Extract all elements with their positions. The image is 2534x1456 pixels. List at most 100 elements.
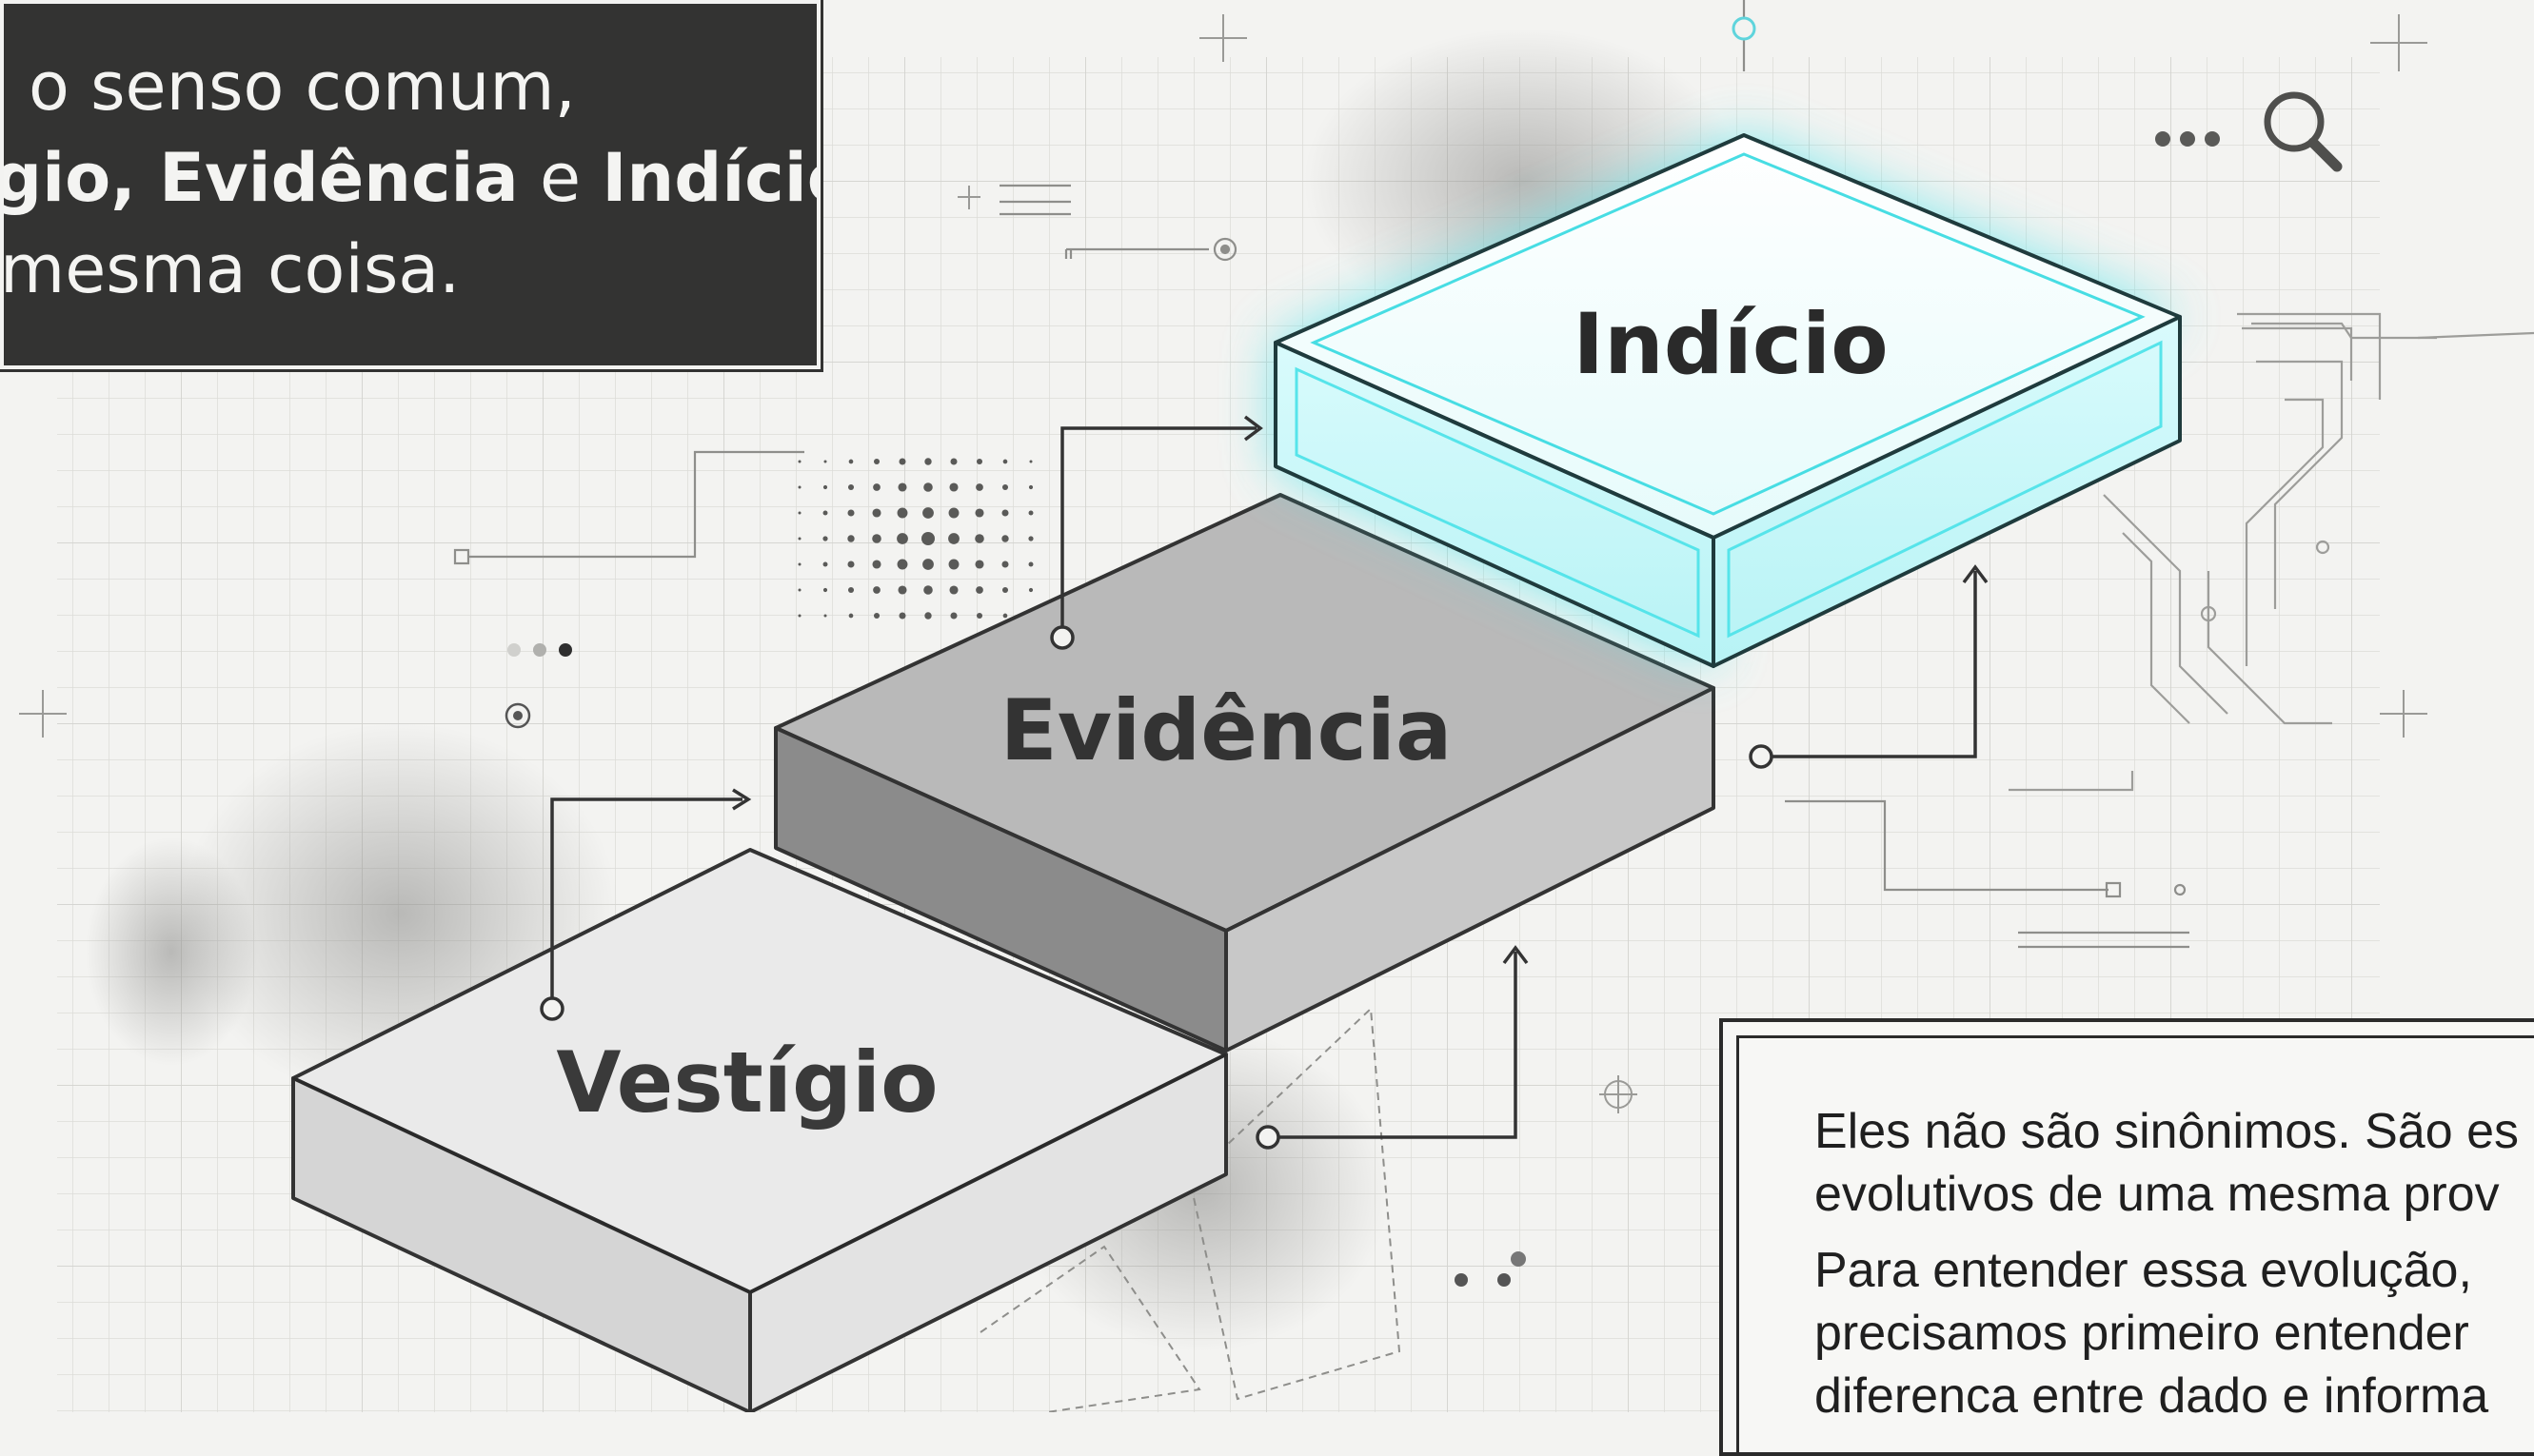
halftone-dot bbox=[1001, 509, 1009, 517]
halftone-dot bbox=[1028, 561, 1034, 567]
halftone-dot bbox=[1001, 483, 1009, 491]
halftone-dot bbox=[822, 484, 828, 490]
label-evidencia: Evidência bbox=[1000, 681, 1453, 779]
info-line-1: Eles não são sinônimos. São es bbox=[1814, 1104, 2519, 1159]
halftone-dot bbox=[948, 507, 960, 519]
intro-term-evidencia: Evidência bbox=[159, 139, 519, 217]
halftone-dot bbox=[822, 510, 828, 516]
halftone-dot bbox=[847, 561, 855, 568]
halftone-dot bbox=[1001, 535, 1009, 542]
info-line-2: evolutivos de uma mesma prov bbox=[1814, 1167, 2500, 1222]
step-evidencia bbox=[774, 493, 1715, 1053]
halftone-dot bbox=[897, 507, 908, 519]
halftone-dot bbox=[822, 536, 828, 541]
halftone-dot bbox=[976, 612, 983, 620]
halftone-dot bbox=[848, 459, 854, 464]
step-indicio bbox=[1274, 133, 2182, 668]
halftone-dot bbox=[1028, 587, 1034, 593]
halftone-dot bbox=[976, 586, 983, 594]
halftone-dot bbox=[1028, 536, 1034, 541]
halftone-dot bbox=[949, 585, 959, 595]
info-paragraph-1: Eles não são sinônimos. São es evolutivos… bbox=[1814, 1100, 2519, 1226]
halftone-dot bbox=[898, 482, 907, 492]
halftone-dot bbox=[847, 509, 855, 517]
halftone-dot bbox=[847, 483, 855, 491]
intro-connector: e bbox=[518, 139, 603, 217]
halftone-dot bbox=[950, 612, 958, 620]
connector-nodes bbox=[540, 625, 1773, 1150]
halftone-dot bbox=[897, 533, 908, 544]
halftone-dot bbox=[798, 588, 802, 592]
halftone-dot bbox=[948, 533, 960, 544]
intro-term-indicio: Indício bbox=[602, 139, 817, 217]
intro-line-2: gio, Evidência e Indício bbox=[4, 145, 817, 211]
halftone-dot bbox=[1029, 460, 1033, 463]
halftone-dot bbox=[1028, 510, 1034, 516]
halftone-dot bbox=[975, 534, 984, 543]
halftone-dot bbox=[798, 562, 802, 566]
halftone-dot bbox=[798, 511, 802, 515]
halftone-dot bbox=[823, 460, 827, 463]
label-indicio: Indício bbox=[1573, 295, 1888, 393]
intro-panel: o senso comum, gio, Evidência e Indício … bbox=[0, 0, 823, 372]
halftone-dot bbox=[822, 561, 828, 567]
halftone-dot bbox=[976, 483, 983, 491]
intro-line-3: mesma coisa. bbox=[0, 230, 461, 308]
halftone-dot bbox=[873, 483, 881, 491]
halftone-dot bbox=[1002, 459, 1008, 464]
halftone-dot bbox=[798, 537, 802, 541]
dot-matrix-decoration bbox=[798, 458, 1034, 620]
connector-arrows bbox=[550, 415, 1989, 1139]
halftone-dot bbox=[975, 560, 984, 569]
paper-shards bbox=[980, 1006, 1401, 1412]
halftone-dot bbox=[923, 482, 933, 492]
halftone-dot bbox=[922, 559, 934, 570]
halftone-dot bbox=[976, 458, 983, 465]
halftone-dot bbox=[921, 532, 935, 545]
halftone-dot bbox=[899, 458, 906, 465]
halftone-dot bbox=[922, 507, 934, 519]
halftone-dot bbox=[872, 508, 881, 518]
halftone-dot bbox=[899, 612, 906, 620]
halftone-dot bbox=[950, 458, 958, 465]
schematic-lines bbox=[453, 0, 2189, 949]
info-panel-inner-border bbox=[1736, 1035, 2534, 1452]
halftone-dot bbox=[822, 587, 828, 593]
info-panel: Eles não são sinônimos. São es evolutivos… bbox=[1719, 1018, 2534, 1456]
intro-line-1: o senso comum, bbox=[29, 48, 576, 126]
halftone-dot bbox=[798, 485, 802, 489]
ellipsis-icon[interactable] bbox=[2155, 131, 2220, 147]
halftone-dot bbox=[1001, 586, 1009, 594]
loose-dots bbox=[505, 643, 1526, 1287]
halftone-dot bbox=[873, 612, 881, 620]
step-vestigio bbox=[291, 848, 1228, 1412]
info-line-3: Para entender essa evolução, bbox=[1814, 1243, 2472, 1298]
halftone-dot bbox=[1002, 613, 1008, 619]
label-vestigio: Vestígio bbox=[556, 1033, 938, 1131]
search-icon[interactable] bbox=[2264, 91, 2343, 172]
halftone-dot bbox=[798, 460, 802, 463]
halftone-dot bbox=[798, 614, 802, 618]
info-line-4: precisamos primeiro entender bbox=[1814, 1306, 2469, 1361]
info-paragraph-2: Para entender essa evolução, precisamos p… bbox=[1814, 1239, 2488, 1427]
halftone-dot bbox=[897, 559, 908, 570]
halftone-dot bbox=[898, 585, 907, 595]
halftone-dot bbox=[1028, 484, 1034, 490]
halftone-dot bbox=[1001, 561, 1009, 568]
halftone-dot bbox=[872, 534, 881, 543]
registration-marks bbox=[19, 14, 2427, 1113]
halftone-dot bbox=[873, 586, 881, 594]
halftone-dot bbox=[923, 585, 933, 595]
antenna-node bbox=[1732, 16, 1756, 41]
info-line-5: diferenca entre dado e informa bbox=[1814, 1368, 2489, 1424]
diagram-canvas: Vestígio Evidência Indício bbox=[19, 0, 2534, 1412]
halftone-dot bbox=[848, 613, 854, 619]
halftone-dot bbox=[949, 482, 959, 492]
halftone-dot bbox=[975, 508, 984, 518]
halftone-dot bbox=[924, 612, 932, 620]
halftone-dot bbox=[948, 559, 960, 570]
halftone-dot bbox=[847, 586, 855, 594]
halftone-dot bbox=[873, 458, 881, 465]
halftone-dot bbox=[823, 614, 827, 618]
halftone-dot bbox=[872, 560, 881, 569]
